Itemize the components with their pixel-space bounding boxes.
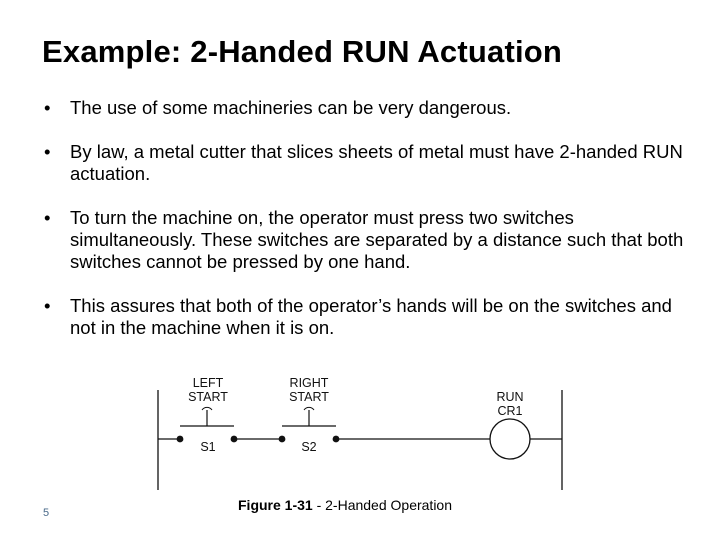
right-start-label: RIGHT START bbox=[289, 376, 329, 404]
bullet-text: This assures that both of the operator’s… bbox=[70, 295, 672, 338]
left-start-switch-symbol bbox=[176, 406, 238, 443]
s2-label: S2 bbox=[301, 440, 317, 454]
run-coil-label: RUN CR1 bbox=[496, 390, 524, 418]
bullet-marker: • bbox=[44, 97, 51, 118]
bullet-item: • To turn the machine on, the operator m… bbox=[44, 207, 694, 273]
bullet-item: • By law, a metal cutter that slices she… bbox=[44, 141, 694, 185]
left-start-label: LEFT START bbox=[188, 376, 228, 404]
figure-number: Figure 1-31 bbox=[238, 497, 313, 513]
ladder-diagram: LEFT START S1 RIGHT START S2 RUN CR1 bbox=[150, 370, 570, 530]
run-coil-symbol bbox=[489, 418, 531, 460]
bullet-marker: • bbox=[44, 295, 51, 316]
bullet-text: To turn the machine on, the operator mus… bbox=[70, 207, 684, 272]
slide-title: Example: 2-Handed RUN Actuation bbox=[42, 34, 563, 69]
bullet-marker: • bbox=[44, 141, 51, 162]
bullet-text: By law, a metal cutter that slices sheet… bbox=[70, 141, 683, 184]
bullet-item: • The use of some machineries can be ver… bbox=[44, 97, 694, 119]
figure-title: - 2-Handed Operation bbox=[312, 497, 453, 513]
bullet-item: • This assures that both of the operator… bbox=[44, 295, 694, 339]
figure-caption: Figure 1-31 - 2-Handed Operation bbox=[238, 497, 452, 513]
bullet-marker: • bbox=[44, 207, 51, 228]
bullet-text: The use of some machineries can be very … bbox=[70, 97, 512, 118]
ladder-rung-graphic bbox=[157, 390, 563, 490]
right-start-switch-symbol bbox=[278, 406, 340, 443]
s1-label: S1 bbox=[200, 440, 216, 454]
slide-number: 5 bbox=[43, 507, 50, 519]
bullet-list: • The use of some machineries can be ver… bbox=[44, 97, 694, 361]
